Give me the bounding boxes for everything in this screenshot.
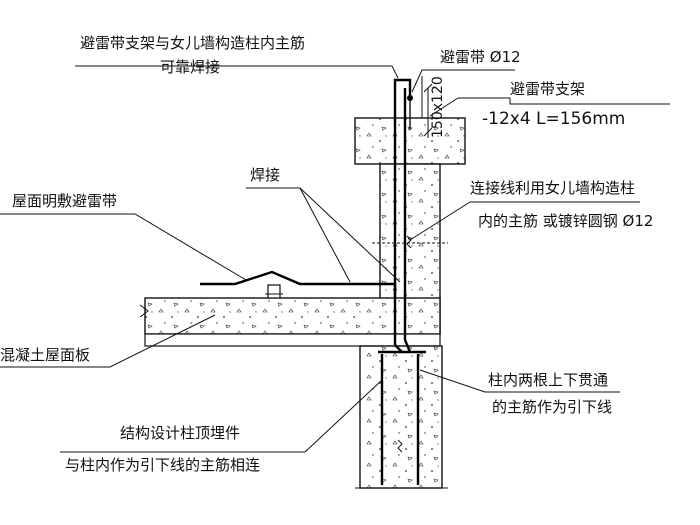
weld-label: 焊接	[250, 166, 280, 184]
lightning-strip-support	[393, 76, 448, 130]
top-note-line2: 可靠焊接	[160, 58, 220, 76]
embed-note-line2: 与柱内作为引下线的主筋相连	[65, 456, 260, 474]
connection-line1: 连接线利用女儿墙构造柱	[470, 179, 635, 197]
column-note-line1: 柱内两根上下贯通	[488, 371, 608, 389]
rebar-down-conductor	[378, 88, 426, 485]
dimension-150x120: 150x120	[423, 76, 446, 138]
top-note-line1: 避雷带支架与女儿墙构造柱内主筋	[80, 34, 305, 52]
column-note-line2: 的主筋作为引下线	[492, 398, 612, 416]
support-spec: -12x4 L=156mm	[482, 109, 625, 129]
slab-label: 混凝土屋面板	[0, 346, 90, 364]
connection-line2: 内的主筋 或镀锌圆钢 Ø12	[478, 212, 653, 230]
dimension-text: 150x120	[430, 76, 446, 138]
lightning-strip-label: 避雷带 Ø12	[440, 48, 521, 66]
leader-lines	[0, 65, 670, 453]
column	[355, 345, 448, 489]
roof-slab	[139, 297, 441, 347]
embed-note-line1: 结构设计柱顶埋件	[120, 424, 240, 442]
roof-strip-label: 屋面明敷避雷带	[12, 192, 117, 210]
support-title: 避雷带支架	[510, 80, 585, 98]
roof-lightning-strip	[200, 270, 397, 299]
